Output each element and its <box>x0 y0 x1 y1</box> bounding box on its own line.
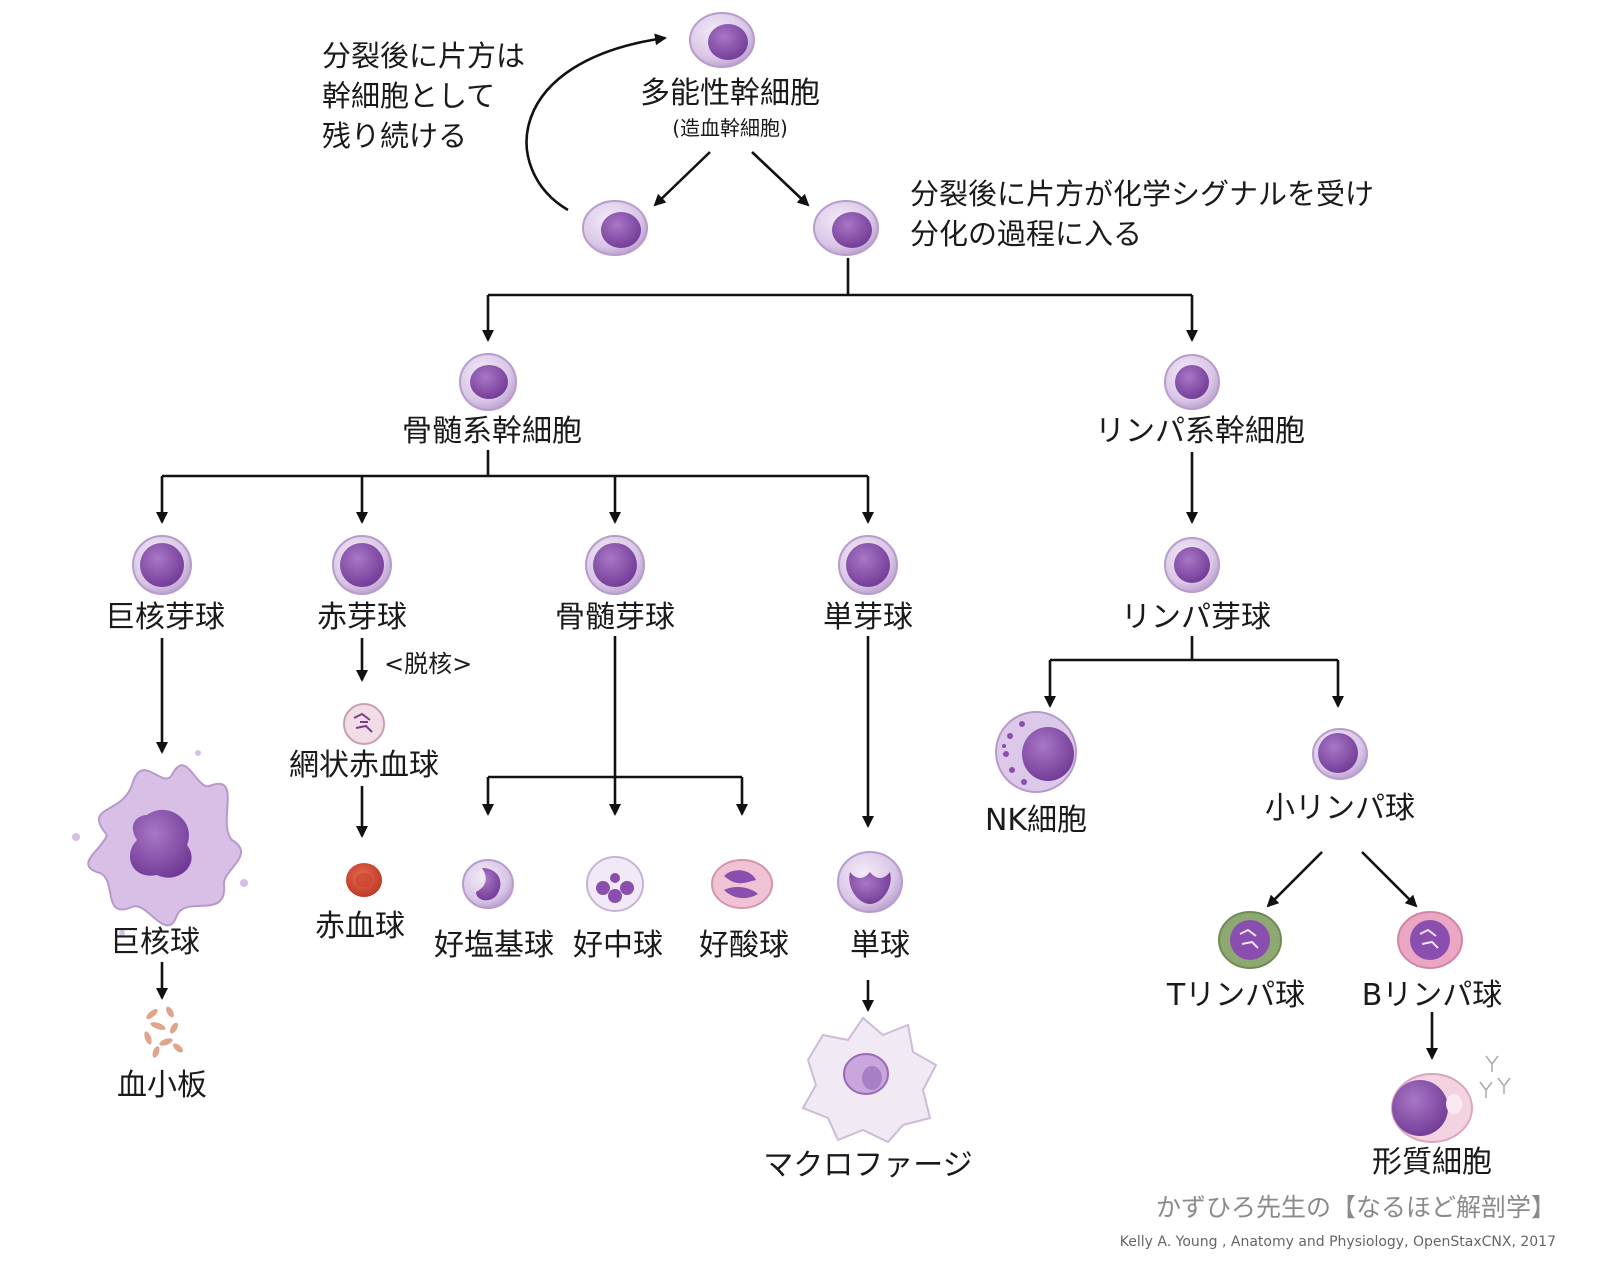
b-lymphocyte-label: Bリンパ球 <box>1362 978 1503 1013</box>
connectors <box>156 33 1438 1060</box>
cells <box>72 12 1511 1144</box>
arrow-to-t-cell <box>1266 851 1323 908</box>
myeloid-stem-label: 骨髄系幹細胞 <box>402 414 582 449</box>
credit-source: Kelly A. Young , Anatomy and Physiology,… <box>1120 1234 1556 1250</box>
small-lymphocyte-icon <box>1312 728 1368 780</box>
self-renewal-arrow <box>525 33 667 212</box>
b-lymphocyte-icon <box>1397 911 1463 969</box>
eosinophil-label: 好酸球 <box>699 928 789 963</box>
proerythroblast-label: 赤芽球 <box>317 600 407 635</box>
eosinophil-icon <box>711 859 773 909</box>
reticulocyte-label: 網状赤血球 <box>289 748 439 783</box>
reticulocyte-icon <box>343 703 385 745</box>
small-lymphocyte-label: 小リンパ球 <box>1265 791 1415 826</box>
note-left-line-3: 残り続ける <box>322 119 467 153</box>
erythrocyte-icon <box>346 863 382 897</box>
stem-cell-icon <box>689 12 755 68</box>
t-lymphocyte-icon <box>1218 911 1282 969</box>
plasma-cell-label: 形質細胞 <box>1372 1145 1492 1180</box>
stem-cell-label: 多能性幹細胞 <box>640 76 820 111</box>
proerythroblast-icon <box>332 535 392 595</box>
myeloblast-icon <box>585 535 645 595</box>
note-right-line-2: 分化の過程に入る <box>910 217 1142 251</box>
lymphoblast-label: リンパ芽球 <box>1121 600 1271 635</box>
macrophage-icon <box>801 1016 938 1144</box>
platelets-icon <box>144 1006 183 1058</box>
note-left-line-1: 分裂後に片方は <box>322 39 525 73</box>
monocyte-label: 単球 <box>850 928 910 963</box>
lymphoblast-icon <box>1164 537 1220 593</box>
myeloid-stem-cell-icon <box>459 353 517 411</box>
plasma-cell-icon <box>1391 1055 1511 1143</box>
note-left-line-2: 幹細胞として <box>322 79 495 113</box>
basophil-label: 好塩基球 <box>434 928 554 963</box>
monoblast-icon <box>838 535 898 595</box>
megakaryoblast-icon <box>132 535 192 595</box>
lymphoid-stem-label: リンパ系幹細胞 <box>1095 414 1305 449</box>
arrow-to-b-cell <box>1361 851 1418 908</box>
enucleation-label: <脱核> <box>384 650 472 678</box>
erythrocyte-label: 赤血球 <box>315 909 405 944</box>
neutrophil-icon <box>586 856 644 912</box>
credit-main: かずひろ先生の【なるほど解剖学】 <box>1156 1193 1556 1222</box>
nk-cell-label: NK細胞 <box>985 803 1087 838</box>
platelets-label: 血小板 <box>117 1068 207 1103</box>
monoblast-label: 単芽球 <box>823 600 913 635</box>
arrow-stem-right <box>751 151 810 207</box>
note-right-line-1: 分裂後に片方が化学シグナルを受け <box>910 177 1374 211</box>
megakaryocyte-label: 巨核球 <box>110 925 200 960</box>
monocyte-icon <box>837 851 903 913</box>
lymphoid-stem-cell-icon <box>1164 354 1220 410</box>
megakaryoblast-label: 巨核芽球 <box>105 600 225 635</box>
nk-cell-icon <box>995 711 1077 793</box>
labels: 多能性幹細胞 (造血幹細胞) 分裂後に片方は 幹細胞として 残り続ける 分裂後に… <box>105 39 1556 1250</box>
megakaryocyte-icon <box>72 750 248 936</box>
myeloblast-label: 骨髄芽球 <box>555 600 675 635</box>
macrophage-label: マクロファージ <box>763 1148 972 1183</box>
t-lymphocyte-label: Tリンパ球 <box>1166 978 1305 1013</box>
arrow-stem-left <box>653 151 711 207</box>
stem-cell-sublabel: (造血幹細胞) <box>672 116 788 140</box>
daughter-cell-left-icon <box>582 200 648 256</box>
basophil-icon <box>462 859 514 909</box>
daughter-cell-right-icon <box>813 200 879 256</box>
neutrophil-label: 好中球 <box>573 928 663 963</box>
